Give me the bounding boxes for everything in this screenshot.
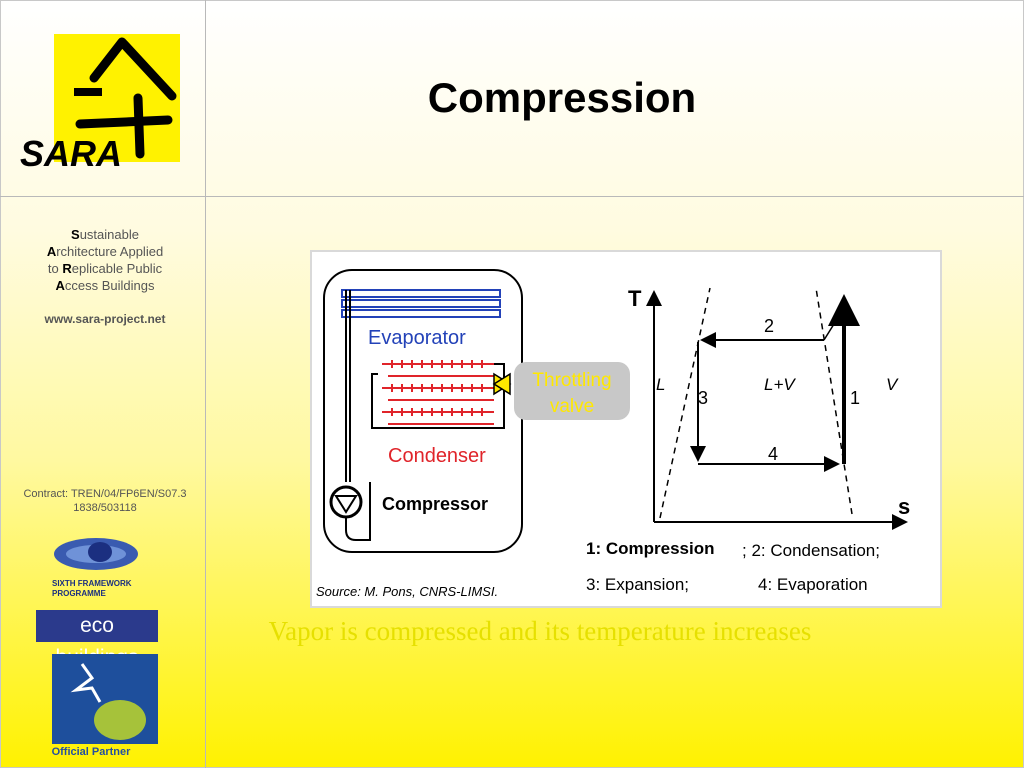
acronym-line: ccess Buildings — [64, 278, 155, 293]
acronym-prefix: to — [47, 261, 63, 276]
pipe — [371, 373, 494, 429]
evaporator-coil — [341, 309, 501, 318]
acronym-initial: A — [46, 244, 57, 259]
step-3-label: 3 — [698, 388, 708, 408]
slide-caption: Vapor is compressed and its temperature … — [268, 616, 812, 646]
contract-number: Contract: TREN/04/FP6EN/S07.31838/503118 — [23, 488, 187, 514]
condenser-coil — [382, 360, 494, 425]
sidebar-divider — [205, 0, 206, 768]
step-4-label: 4 — [768, 444, 778, 464]
evaporator-coil — [341, 289, 501, 298]
source-citation: Source: M. Pons, CNRS-LIMSI. — [316, 584, 498, 599]
legend-evaporation: 4: Evaporation — [758, 575, 868, 594]
acronym-initial: R — [62, 261, 72, 276]
refrigeration-cycle-diagram: Evaporator Condenser Compressor Throttli… — [310, 250, 942, 608]
pipe — [494, 363, 505, 429]
acronym-initial: A — [55, 278, 65, 293]
legend-condensation: ; 2: Condensation; — [742, 541, 880, 560]
s-axis-label: s — [898, 494, 910, 519]
vapor-region-label: V — [886, 375, 899, 394]
throttling-label: Throttling — [532, 370, 611, 391]
sara-logo: SARA — [20, 37, 177, 174]
legend-compression: 1: Compression — [586, 539, 714, 558]
slide-title: Compression — [427, 74, 697, 121]
header-divider — [0, 196, 1024, 197]
evaporator-coil — [341, 299, 501, 308]
acronym-line: eplicable Public — [71, 261, 163, 276]
acronym-initial: S — [71, 227, 80, 242]
pipe — [345, 482, 371, 541]
project-acronym-expansion: Sustainable Architecture Applied to Repl… — [20, 226, 190, 294]
logo-text: SARA — [20, 133, 122, 174]
mixture-region-label: L+V — [764, 375, 796, 394]
eco-buildings-logo: eco buildings — [36, 610, 158, 669]
t-axis-label: T — [628, 286, 642, 311]
sustainable-energy-europe-logo — [52, 654, 158, 744]
step-1-label: 1 — [850, 388, 860, 408]
fp6-logo: SIXTH FRAMEWORK PROGRAMME — [52, 538, 138, 598]
acronym-line: rchitecture Applied — [56, 244, 164, 259]
fp6-text-line1: SIXTH FRAMEWORK — [52, 579, 132, 588]
legend-expansion: 3: Expansion; — [586, 575, 689, 594]
process-connector — [823, 307, 845, 341]
throttling-valve-callout — [514, 362, 630, 420]
condenser-label: Condenser — [388, 445, 486, 467]
valve-label: valve — [550, 396, 594, 417]
liquid-region-label: L — [656, 375, 665, 394]
compressor-label: Compressor — [382, 494, 488, 514]
acronym-line: ustainable — [79, 227, 139, 242]
step-2-label: 2 — [764, 316, 774, 336]
fp6-text-line2: PROGRAMME — [52, 589, 106, 598]
website-link[interactable]: www.sara-project.net — [44, 312, 166, 326]
evaporator-label: Evaporator — [368, 327, 466, 349]
saturated-vapor-curve — [815, 287, 853, 515]
official-partner-label: Official Partner — [51, 746, 131, 758]
